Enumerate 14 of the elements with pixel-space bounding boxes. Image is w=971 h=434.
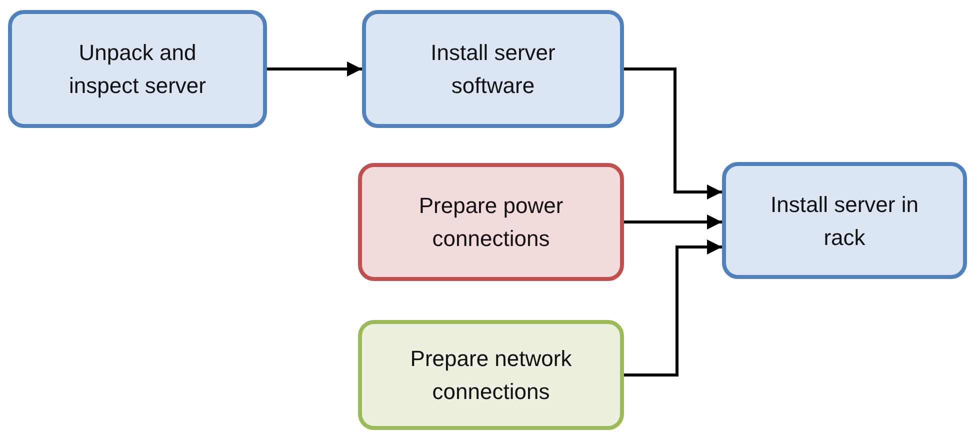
process-box (362, 10, 624, 128)
process-box (358, 320, 624, 430)
box-label: Prepare power connections (418, 192, 564, 253)
box-label: Install server in rack (770, 190, 920, 252)
arrow (267, 62, 362, 76)
box-label: Prepare network connections (409, 345, 573, 406)
arrow (624, 240, 722, 376)
box-label: Install server software (430, 39, 556, 100)
arrow (624, 68, 722, 200)
process-box (722, 162, 967, 279)
box-label: Unpack and inspect server (68, 39, 207, 100)
process-box (358, 163, 624, 281)
arrow (624, 214, 722, 230)
process-box (8, 10, 267, 128)
